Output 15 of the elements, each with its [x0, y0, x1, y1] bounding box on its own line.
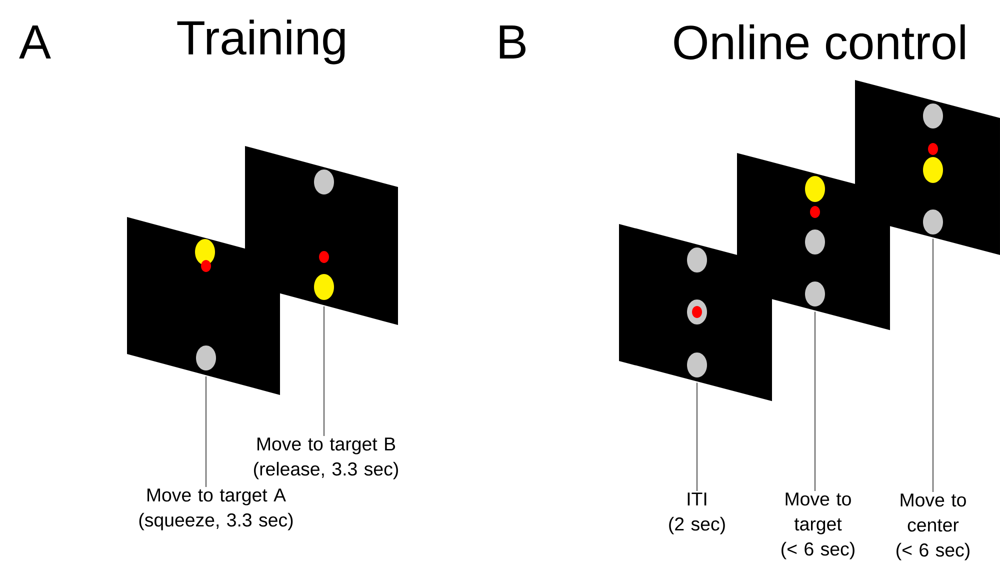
- screen-panel: [245, 146, 398, 325]
- leader-line: [814, 311, 816, 492]
- phase-label: ITI (2 sec): [669, 492, 725, 534]
- leader-line: [696, 382, 698, 492]
- leader-line: [932, 238, 934, 492]
- panel-title: Online control: [674, 24, 965, 60]
- screen-panel: [127, 217, 280, 395]
- phase-label: Move to target B (release, 3.3 sec): [254, 438, 398, 480]
- panel-letter: B: [500, 25, 526, 58]
- panel-letter: A: [19, 25, 51, 58]
- phase-label: Move to target (< 6 sec): [782, 492, 854, 560]
- phase-label: Move to center (< 6 sec): [896, 494, 970, 560]
- phase-label: Move to target A (squeeze, 3.3 sec): [139, 488, 293, 530]
- panel-title: Training: [177, 20, 345, 64]
- screen-panel: [855, 80, 1000, 255]
